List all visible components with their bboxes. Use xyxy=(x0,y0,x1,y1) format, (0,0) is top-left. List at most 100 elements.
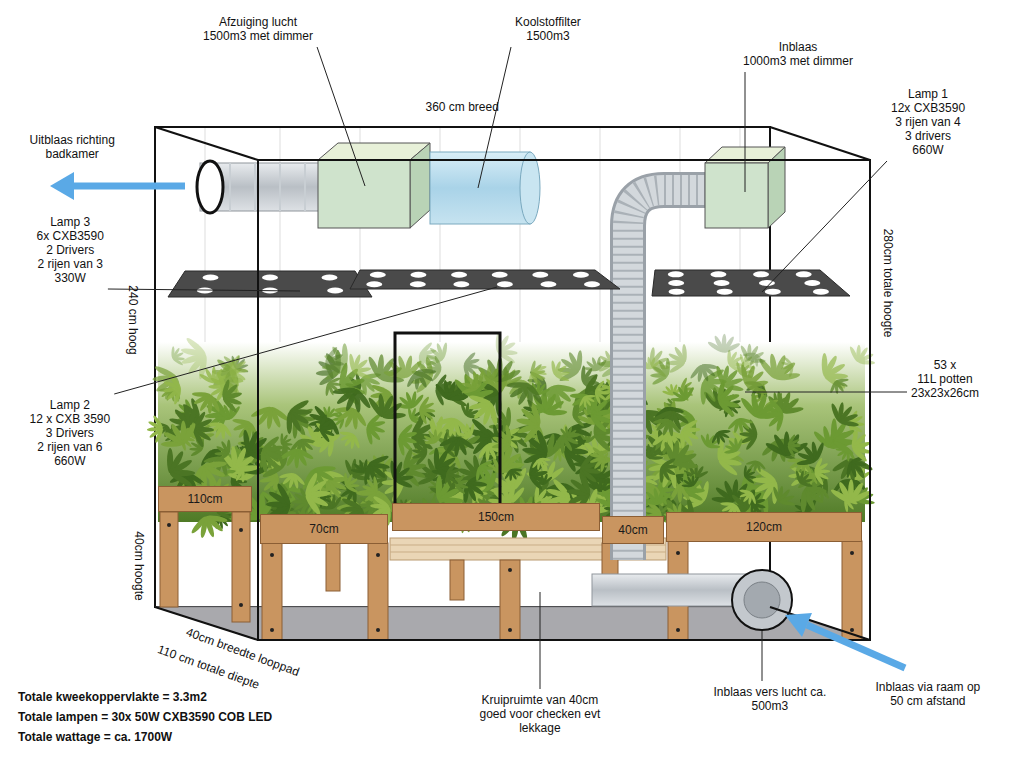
plant-leaf xyxy=(249,403,292,432)
leaflet xyxy=(858,360,875,365)
leaflet xyxy=(543,476,553,485)
leaflet xyxy=(551,477,571,499)
leaflet xyxy=(325,383,330,396)
plant-leaf xyxy=(186,508,232,544)
plant-leaf xyxy=(786,434,801,458)
leaflet xyxy=(800,482,813,488)
back-wall-lines-part xyxy=(205,127,206,350)
leaflet xyxy=(545,409,567,416)
leaflet xyxy=(576,350,583,372)
leaflet xyxy=(506,407,511,427)
leaflet xyxy=(287,412,292,434)
plant-leaf xyxy=(338,468,364,497)
leaflet xyxy=(192,392,211,398)
plant-leaf xyxy=(417,395,437,426)
leaflet xyxy=(554,374,569,383)
leaflet xyxy=(190,515,208,535)
plant-leaf xyxy=(305,403,333,443)
leaflet xyxy=(397,437,406,456)
leaflet xyxy=(684,489,703,502)
plant-leaf xyxy=(778,355,797,380)
plant-leaf xyxy=(520,428,569,466)
leaflet xyxy=(181,422,197,445)
plant-leaf xyxy=(279,447,315,468)
leaflet xyxy=(469,423,475,437)
plant-leaf xyxy=(666,380,698,408)
leaflet xyxy=(418,409,428,425)
leaflet xyxy=(582,380,598,393)
plant-leaf xyxy=(791,466,818,493)
leaflet xyxy=(313,405,329,423)
leaflet xyxy=(365,426,374,445)
plant-leaf xyxy=(831,456,874,482)
plant-leaf xyxy=(675,473,718,518)
leaflet xyxy=(749,358,766,363)
plant-leaf xyxy=(382,454,421,495)
plant-leaf xyxy=(643,343,675,382)
plant-leaf xyxy=(644,353,677,391)
leaflet xyxy=(783,356,794,366)
plant-leaf xyxy=(531,471,554,487)
leaflet xyxy=(691,476,699,487)
plant-leaf xyxy=(844,339,881,372)
leaflet xyxy=(717,458,739,477)
leaflet xyxy=(649,360,661,370)
leaflet xyxy=(441,342,448,359)
leaflet xyxy=(562,449,577,473)
leaflet xyxy=(279,472,295,479)
plant-leaf xyxy=(420,336,455,372)
leaflet xyxy=(800,490,806,513)
leaflet xyxy=(421,439,429,454)
leaflet xyxy=(334,407,355,413)
plant-leaf xyxy=(259,482,299,511)
leaflet xyxy=(543,396,553,411)
plant-leaf xyxy=(476,441,513,480)
leaflet xyxy=(250,405,272,419)
plant-leaf xyxy=(738,418,761,452)
leaflet xyxy=(345,485,358,494)
plant-leaf xyxy=(545,355,576,387)
leaflet xyxy=(434,388,445,406)
cannabis-plants-part xyxy=(158,342,865,522)
leaflet xyxy=(720,502,735,506)
plant-leaf xyxy=(709,432,749,481)
leaflet xyxy=(808,486,821,490)
leaflet xyxy=(682,344,687,362)
plant-leaf xyxy=(524,455,551,492)
plant-leaf xyxy=(355,447,398,492)
leaflet xyxy=(674,461,698,469)
leaflet xyxy=(782,406,804,415)
plant-leaf xyxy=(146,414,165,444)
plant-leaf xyxy=(295,456,343,499)
leaflet xyxy=(689,364,703,380)
leaflet xyxy=(680,430,686,449)
cannabis-plants xyxy=(144,327,881,551)
leaflet xyxy=(775,372,801,382)
plant-leaf xyxy=(812,346,856,397)
leaflet xyxy=(684,386,695,401)
plant-leaf xyxy=(424,441,465,488)
plant-leaf xyxy=(489,438,532,484)
plant-leaf xyxy=(186,384,226,420)
plant-leaf xyxy=(675,466,712,508)
leaflet xyxy=(787,445,796,458)
leaflet xyxy=(185,336,208,357)
plant-leaf xyxy=(314,336,357,387)
plant-leaf xyxy=(154,413,204,457)
plant-leaf xyxy=(409,437,431,468)
plant-leaf xyxy=(433,373,456,408)
leaflet xyxy=(535,429,550,454)
leaflet xyxy=(217,512,231,520)
leaflet xyxy=(152,415,164,430)
leaflet xyxy=(552,434,564,452)
leaflet xyxy=(779,500,795,507)
leaflet xyxy=(592,446,606,459)
leaflet xyxy=(436,416,455,426)
plant-leaf xyxy=(735,338,771,370)
plant-leaf xyxy=(547,425,587,460)
leaflet xyxy=(448,394,468,402)
plant-leaf xyxy=(767,480,801,513)
plant-leaf xyxy=(679,472,702,492)
